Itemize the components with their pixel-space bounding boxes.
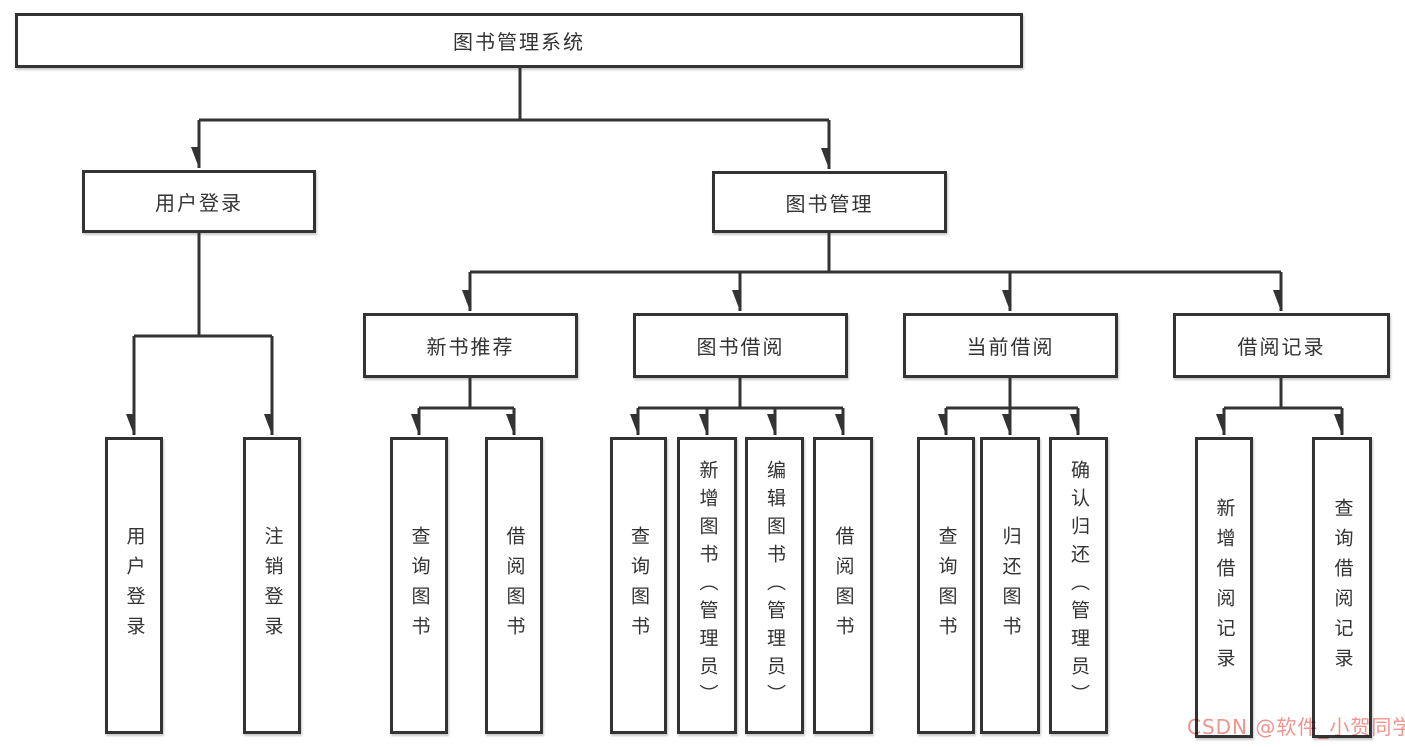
- node-book-management: 图书管理: [712, 171, 947, 233]
- node-new-book-recommendation: 新书推荐: [363, 313, 578, 378]
- node-current-borrowing: 当前借阅: [903, 313, 1118, 378]
- csdn-watermark: CSDN @软件_小贺同学: [1187, 715, 1405, 739]
- leaf-label: 编辑图书（管理员）: [763, 459, 786, 712]
- leaf-label: 新增图书（管理员）: [696, 459, 719, 712]
- leaf-label: 借阅图书: [832, 525, 855, 646]
- node-label: 图书借阅: [696, 335, 785, 359]
- leaf-label: 新增借阅记录: [1213, 497, 1236, 678]
- leaf-label: 查询借阅记录: [1331, 497, 1354, 678]
- leaf-query-borrow-record: 查询借阅记录: [1312, 437, 1372, 738]
- leaf-label: 借阅图书: [503, 525, 526, 646]
- leaf-borrow-books-borrow: 借阅图书: [813, 437, 873, 734]
- node-label: 图书管理: [785, 191, 874, 216]
- leaf-label: 查询图书: [935, 525, 958, 646]
- node-label: 图书管理系统: [453, 30, 585, 54]
- node-borrowing-records: 借阅记录: [1173, 313, 1390, 378]
- leaf-label: 注销登录: [261, 525, 284, 646]
- node-label: 当前借阅: [966, 335, 1055, 359]
- node-user-login-group: 用户登录: [82, 170, 316, 233]
- leaf-label: 确认归还（管理员）: [1067, 459, 1090, 712]
- leaf-query-books-current: 查询图书: [917, 437, 975, 734]
- leaf-borrow-books-recommend: 借阅图书: [485, 437, 543, 734]
- leaf-query-books-recommend: 查询图书: [390, 437, 448, 734]
- leaf-confirm-return-admin: 确认归还（管理员）: [1049, 437, 1108, 734]
- leaf-label: 用户登录: [123, 525, 146, 646]
- leaf-return-book: 归还图书: [980, 437, 1040, 734]
- node-book-borrowing: 图书借阅: [633, 313, 848, 378]
- leaf-user-login: 用户登录: [105, 437, 163, 734]
- leaf-edit-book-admin: 编辑图书（管理员）: [745, 437, 804, 734]
- leaf-label: 归还图书: [999, 525, 1022, 646]
- node-label: 用户登录: [155, 191, 243, 215]
- leaf-label: 查询图书: [408, 525, 431, 646]
- leaf-add-borrow-record: 新增借阅记录: [1195, 437, 1253, 738]
- leaf-add-book-admin: 新增图书（管理员）: [677, 437, 737, 734]
- leaf-query-books-borrow: 查询图书: [610, 437, 667, 734]
- node-library-management-system: 图书管理系统: [15, 13, 1023, 68]
- leaf-logout: 注销登录: [243, 437, 301, 734]
- node-label: 新书推荐: [426, 335, 515, 359]
- leaf-label: 查询图书: [627, 525, 650, 646]
- node-label: 借阅记录: [1237, 335, 1326, 359]
